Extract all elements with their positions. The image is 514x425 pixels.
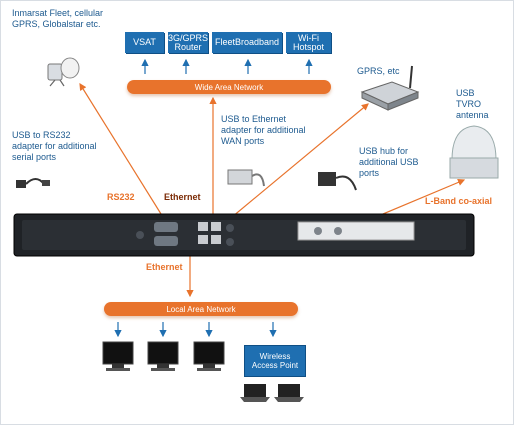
usb-rs232-label: USB to RS232 adapter for additional seri… <box>12 130 97 162</box>
gprs-label: GPRS, etc <box>357 66 400 76</box>
wan-item-3g-gprs-router: 3G/GPRS Router <box>168 32 209 53</box>
lband-label: L-Band co-axial <box>425 196 493 206</box>
usb-hub-label: USB hub for additional USB ports <box>359 146 419 178</box>
rs232-to-satphone-line <box>79 82 167 223</box>
ethernet-bottom-label: Ethernet <box>146 262 183 272</box>
lband-to-tvro-line <box>339 179 466 233</box>
wan-item-fleetbroadband: FleetBroadband <box>212 32 282 53</box>
local-area-network-bar: Local Area Network <box>104 302 298 316</box>
wan-item-vsat: VSAT <box>125 32 164 53</box>
usb-ethernet-label: USB to Ethernet adapter for additional W… <box>221 114 306 146</box>
wan-item-wifi-hotspot: Wi-Fi Hotspot <box>286 32 331 53</box>
wireless-access-point-box: Wireless Access Point <box>244 345 306 377</box>
usb-tvro-label: USB TVRO antenna <box>456 88 489 120</box>
ethernet-top-label: Ethernet <box>164 192 201 202</box>
inmarsat-note: Inmarsat Fleet, cellular GPRS, Globalsta… <box>12 8 104 29</box>
rs232-label: RS232 <box>107 192 135 202</box>
usb-to-gprs-line <box>225 103 369 223</box>
wide-area-network-bar: Wide Area Network <box>127 80 331 94</box>
